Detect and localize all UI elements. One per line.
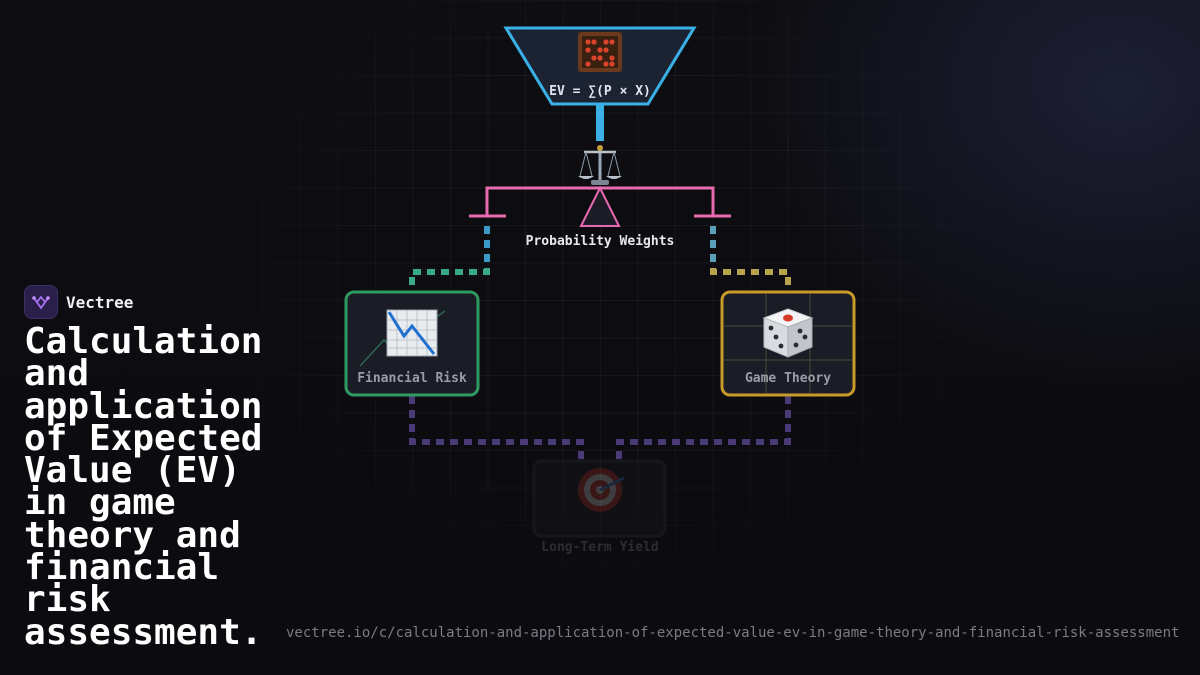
page-url[interactable]: vectree.io/c/calculation-and-application… bbox=[286, 625, 1180, 641]
balance-scale-icon bbox=[578, 145, 622, 185]
game-theory-label: Game Theory bbox=[745, 371, 831, 386]
brand: Vectree bbox=[24, 285, 133, 319]
abacus-icon bbox=[578, 32, 622, 72]
financial-risk-label: Financial Risk bbox=[357, 371, 467, 386]
brand-name: Vectree bbox=[66, 292, 134, 312]
page-title: Calculation and application of Expected … bbox=[24, 321, 263, 653]
balance-fulcrum bbox=[579, 185, 621, 227]
long-term-yield-label: Long-Term Yield bbox=[541, 540, 658, 555]
right-connector bbox=[710, 226, 791, 290]
left-connector bbox=[409, 226, 490, 290]
chart-decreasing-icon bbox=[386, 309, 438, 357]
formula-label: EV = ∑(P × X) bbox=[549, 84, 651, 99]
vectree-logo-icon bbox=[24, 285, 58, 319]
bottom-left-connector bbox=[409, 396, 584, 460]
die-icon bbox=[762, 308, 814, 358]
target-icon bbox=[578, 468, 625, 512]
bottom-right-connector bbox=[616, 396, 791, 460]
balance-label: Probability Weights bbox=[526, 234, 675, 249]
long-term-yield-node: Long-Term Yield bbox=[532, 459, 667, 555]
